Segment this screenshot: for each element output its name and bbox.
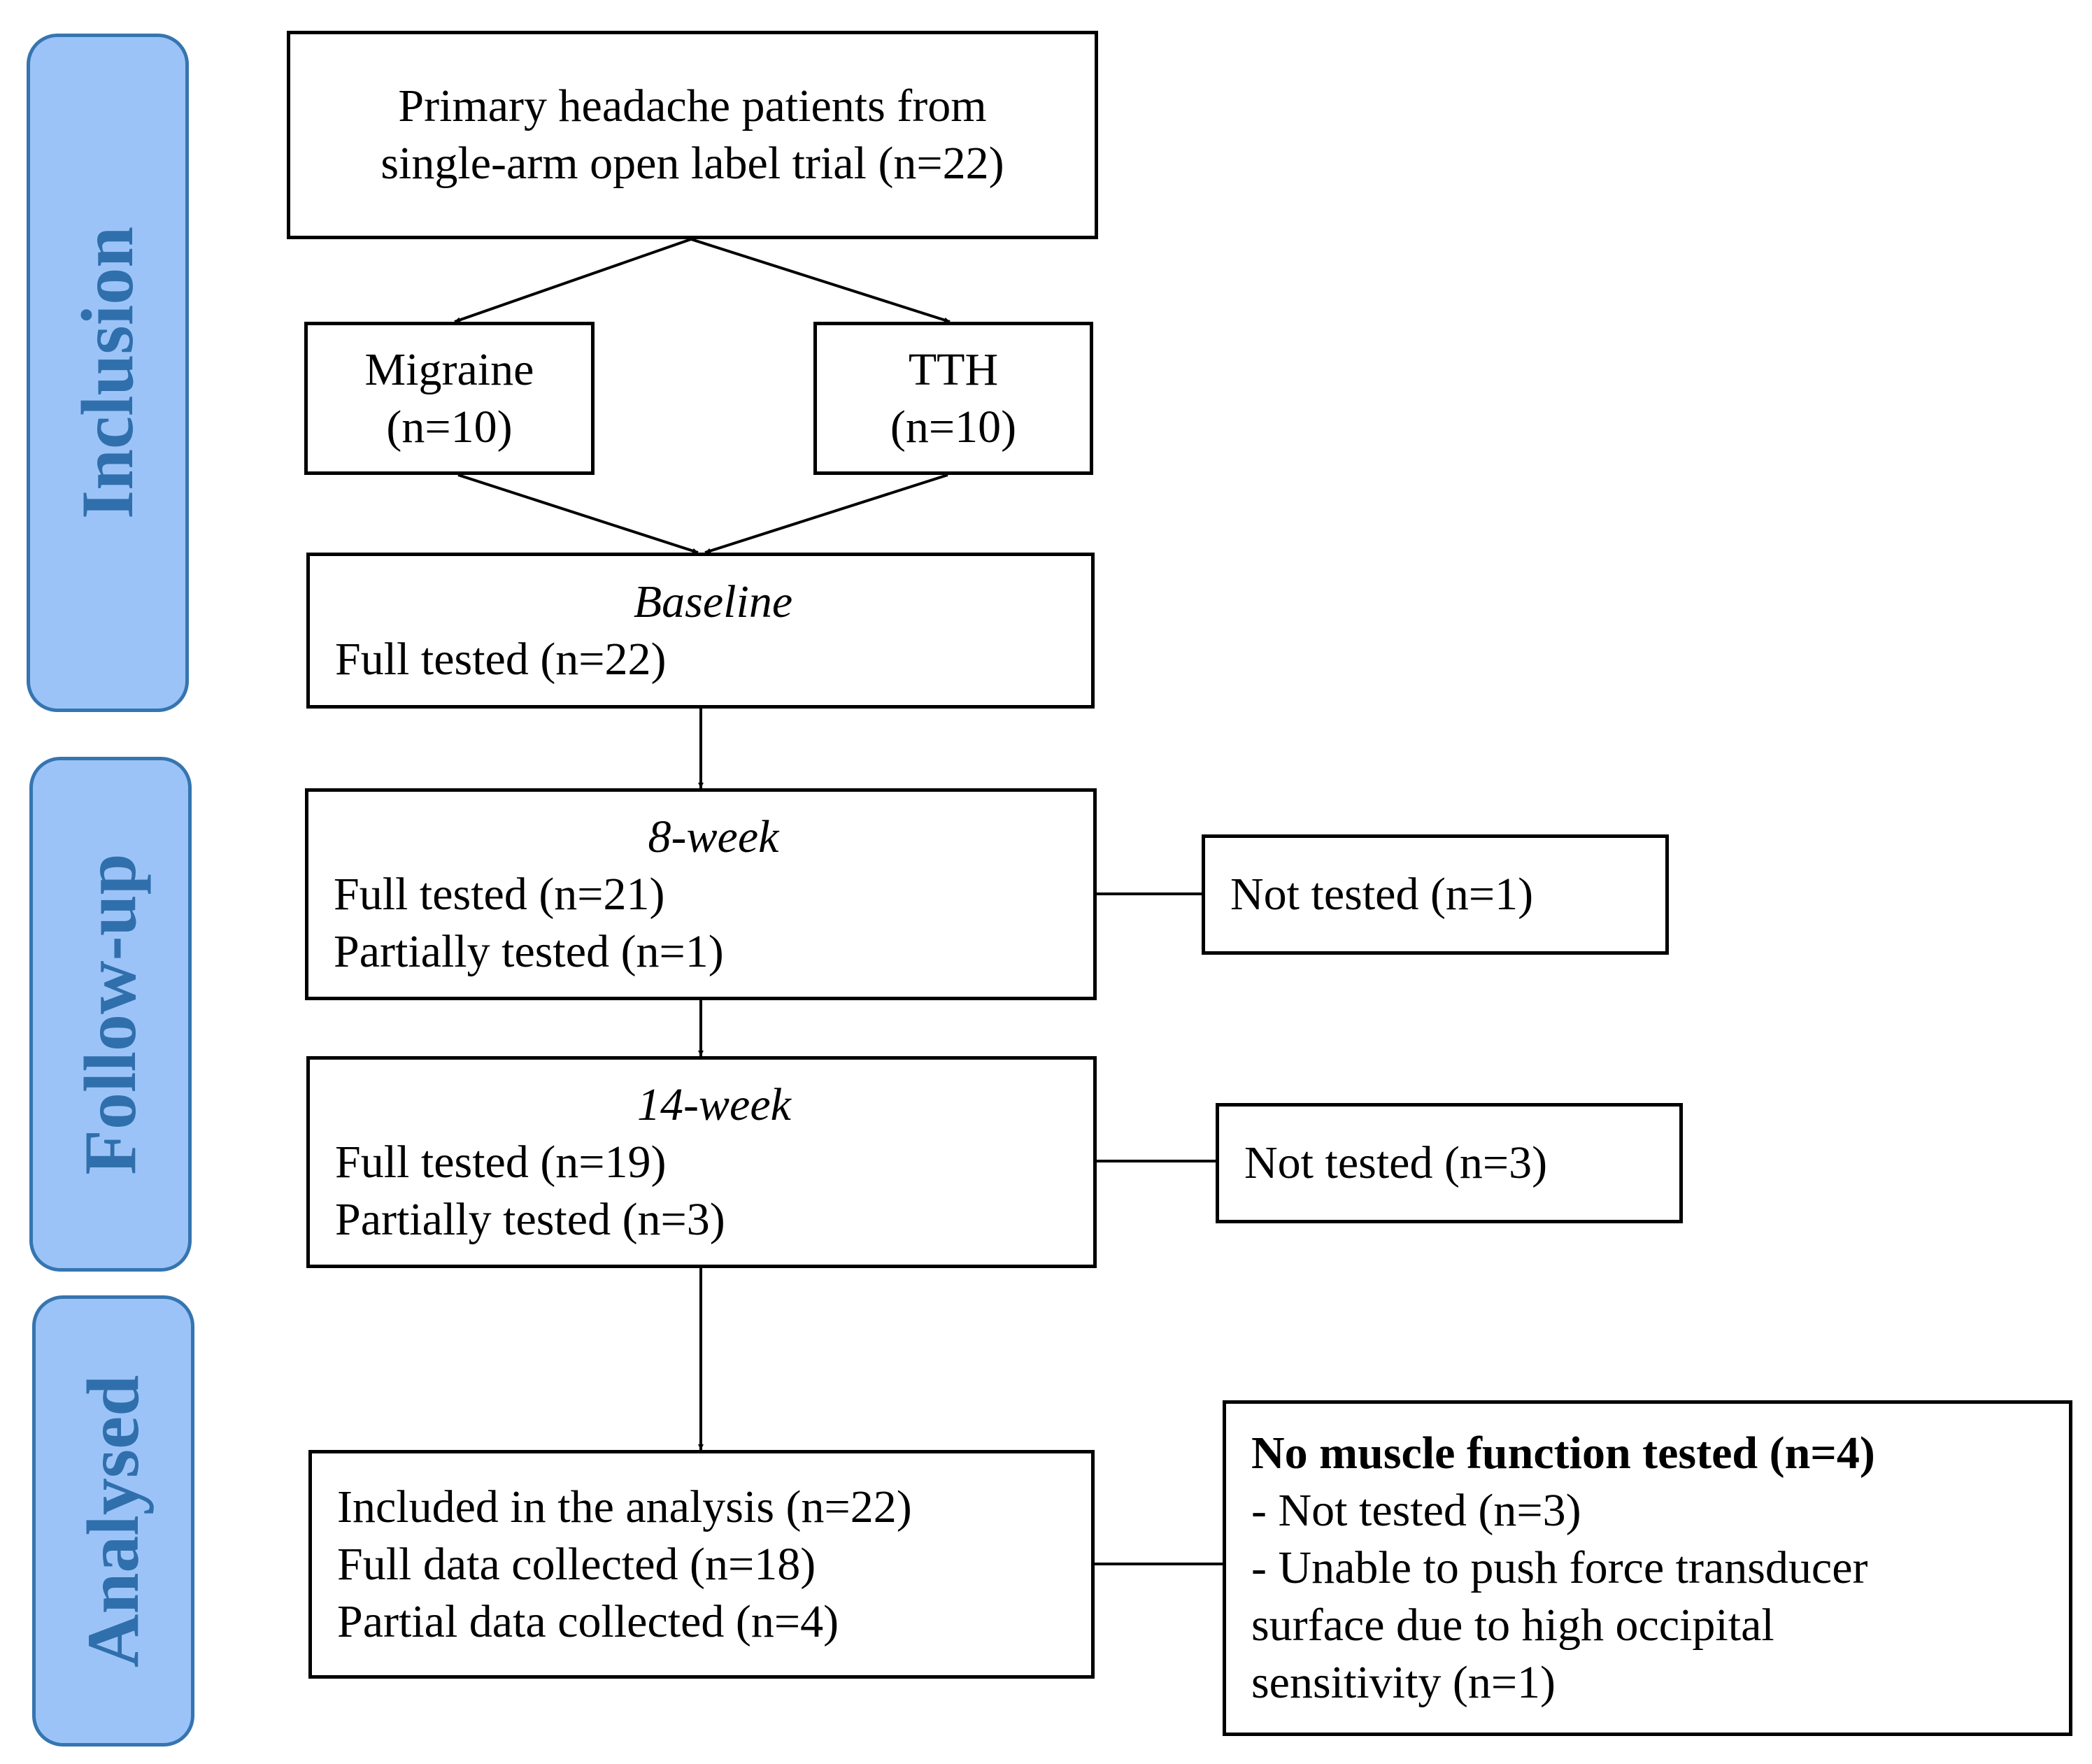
tth-label: TTH [908, 343, 999, 395]
migraine-label: Migraine [364, 343, 534, 395]
tth-box: TTH (n=10) [813, 322, 1093, 475]
analysis-included: Included in the analysis (n=22) [337, 1481, 912, 1532]
no-muscle-line-3: surface due to high occipital [1251, 1600, 1774, 1651]
analysis-full-data: Full data collected (n=18) [337, 1538, 816, 1590]
arrow-primary-to-migraine [454, 238, 692, 323]
week14-title: 14-week [637, 1079, 791, 1130]
baseline-full-tested: Full tested (n=22) [335, 633, 667, 685]
analysis-partial-data: Partial data collected (n=4) [337, 1595, 839, 1647]
no-muscle-function-box: No muscle function tested (n=4) - Not te… [1223, 1400, 2072, 1736]
no-muscle-line-2: - Unable to push force transducer [1251, 1542, 1868, 1593]
week14-partially-tested: Partially tested (n=3) [335, 1193, 725, 1245]
week8-not-tested-box: Not tested (n=1) [1202, 834, 1669, 955]
week14-box: 14-week Full tested (n=19) Partially tes… [306, 1056, 1097, 1268]
phase-analysed: Analysed [32, 1295, 194, 1747]
week8-title: 8-week [648, 811, 779, 862]
baseline-box: Baseline Full tested (n=22) [306, 553, 1095, 709]
arrow-primary-to-tth [690, 238, 951, 323]
analysis-box: Included in the analysis (n=22) Full dat… [308, 1450, 1095, 1679]
week8-partially-tested: Partially tested (n=1) [334, 925, 724, 977]
phase-inclusion: Inclusion [27, 34, 189, 712]
week14-not-tested-box: Not tested (n=3) [1216, 1103, 1683, 1223]
week8-box: 8-week Full tested (n=21) Partially test… [305, 788, 1097, 1000]
phase-follow-up: Follow-up [29, 757, 192, 1272]
week8-not-tested: Not tested (n=1) [1230, 869, 1534, 920]
tth-count: (n=10) [890, 401, 1017, 453]
no-muscle-line-4: sensitivity (n=1) [1251, 1657, 1556, 1708]
migraine-count: (n=10) [386, 401, 513, 453]
week8-full-tested: Full tested (n=21) [334, 868, 665, 920]
primary-population-line-1: Primary headache patients from [398, 80, 987, 131]
primary-population-box: Primary headache patients from single-ar… [287, 31, 1098, 239]
no-muscle-line-1: - Not tested (n=3) [1251, 1485, 1581, 1536]
week14-not-tested: Not tested (n=3) [1244, 1137, 1548, 1188]
primary-population-line-2: single-arm open label trial (n=22) [380, 138, 1004, 189]
no-muscle-heading: No muscle function tested (n=4) [1251, 1428, 1875, 1479]
arrow-migraine-to-baseline [457, 474, 699, 554]
arrow-tth-to-baseline [704, 474, 948, 554]
migraine-box: Migraine (n=10) [304, 322, 595, 475]
week14-full-tested: Full tested (n=19) [335, 1136, 667, 1188]
baseline-title: Baseline [633, 576, 793, 627]
